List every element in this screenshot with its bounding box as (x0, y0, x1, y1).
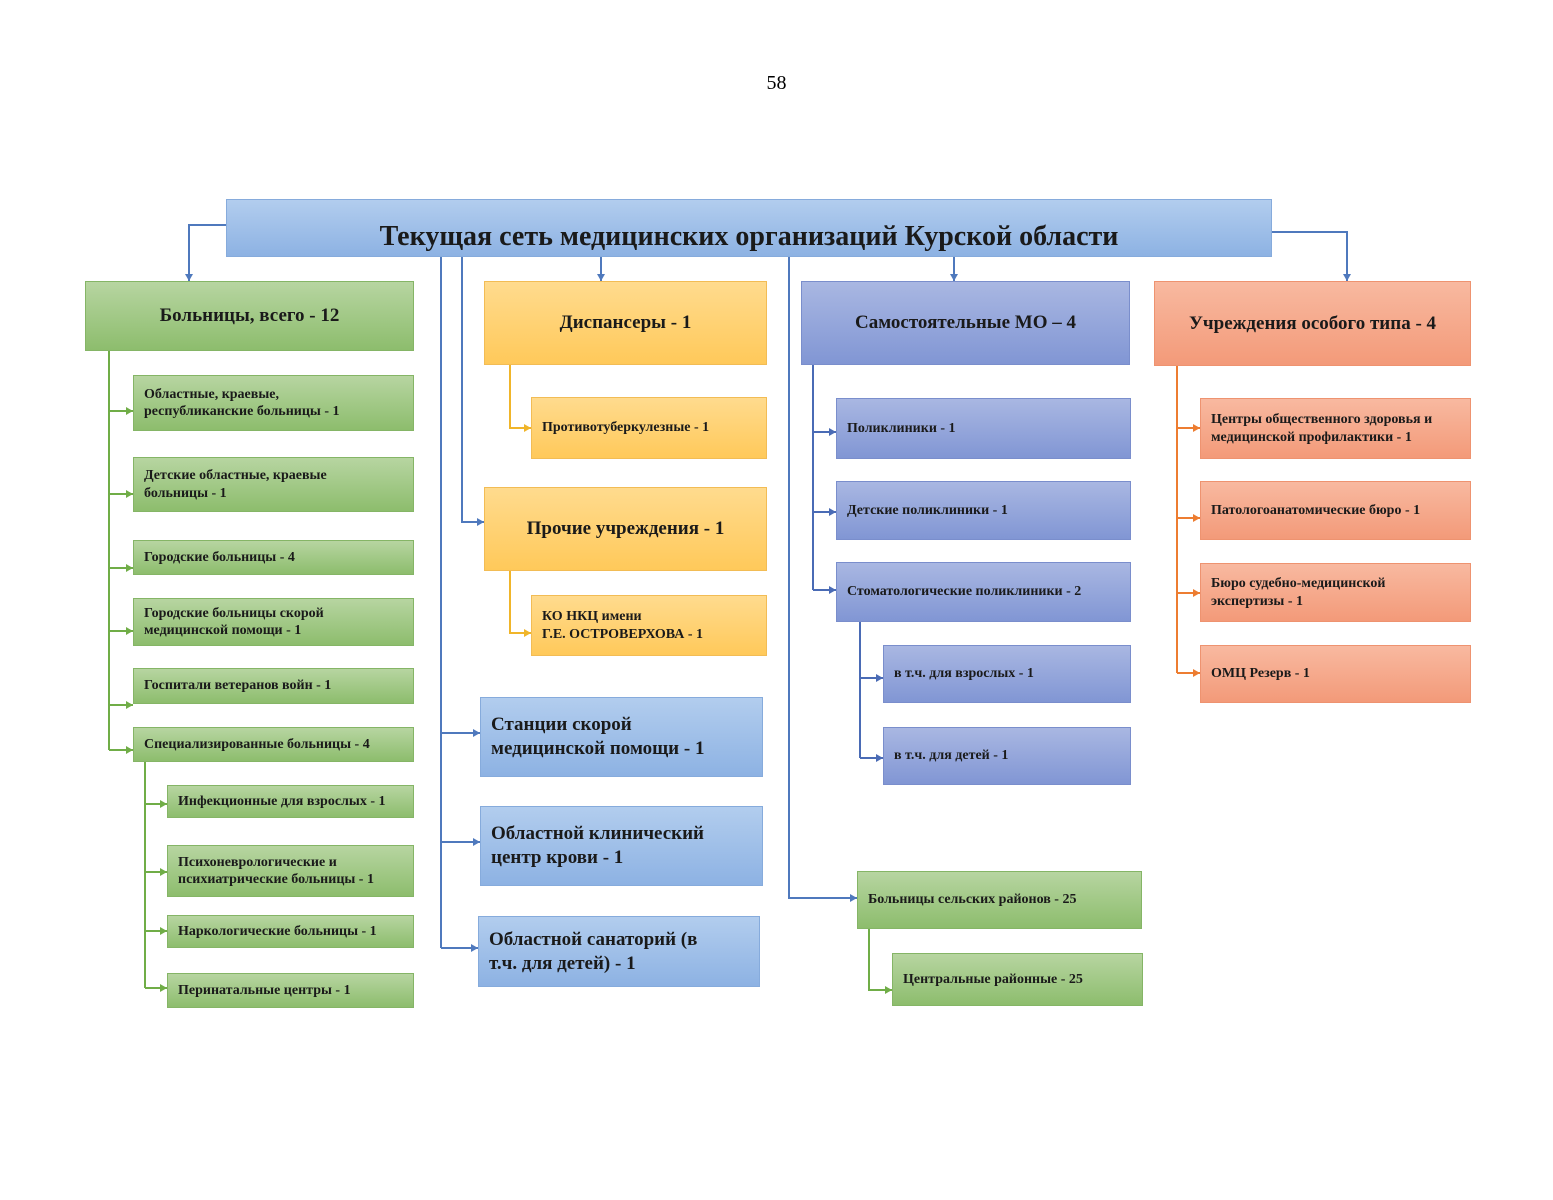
blood-center-box: Областной клинический центр крови - 1 (480, 806, 763, 886)
children-polyclinics-box: Детские поликлиники - 1 (836, 481, 1131, 540)
independent-mo-box: Самостоятельные МО – 4 (801, 281, 1130, 365)
hospital-city-box: Городские больницы - 4 (133, 540, 414, 575)
sanatorium-box: Областной санаторий (в т.ч. для детей) -… (478, 916, 760, 987)
special-institutions-box: Учреждения особого типа - 4 (1154, 281, 1471, 366)
other-institutions-box: Прочие учреждения - 1 (484, 487, 767, 571)
polyclinics-box: Поликлиники - 1 (836, 398, 1131, 459)
central-district-box: Центральные районные - 25 (892, 953, 1143, 1006)
ko-nkc-box: КО НКЦ имени Г.Е. ОСТРОВЕРХОВА - 1 (531, 595, 767, 656)
specialized-narcological-box: Наркологические больницы - 1 (167, 915, 414, 948)
hospitals-total-box: Больницы, всего - 12 (85, 281, 414, 351)
hospital-children-regional-box: Детские областные, краевые больницы - 1 (133, 457, 414, 512)
specialized-psychiatric-box: Психоневрологические и психиатрические б… (167, 845, 414, 897)
hospital-specialized-box: Специализированные больницы - 4 (133, 727, 414, 762)
specialized-perinatal-box: Перинатальные центры - 1 (167, 973, 414, 1008)
hospital-regional-box: Областные, краевые, республиканские боль… (133, 375, 414, 431)
omc-reserve-box: ОМЦ Резерв - 1 (1200, 645, 1471, 703)
dispensaries-box: Диспансеры - 1 (484, 281, 767, 365)
pathology-bureau-box: Патологоанатомические бюро - 1 (1200, 481, 1471, 540)
rural-hospitals-box: Больницы сельских районов - 25 (857, 871, 1142, 929)
dental-polyclinics-box: Стоматологические поликлиники - 2 (836, 562, 1131, 622)
dental-adults-box: в т.ч. для взрослых - 1 (883, 645, 1131, 703)
forensic-bureau-box: Бюро судебно-медицинской экспертизы - 1 (1200, 563, 1471, 622)
tuberculosis-box: Противотуберкулезные - 1 (531, 397, 767, 459)
page-number: 58 (766, 72, 787, 94)
ambulance-stations-box: Станции скорой медицинской помощи - 1 (480, 697, 763, 777)
hospital-veterans-box: Госпитали ветеранов войн - 1 (133, 668, 414, 704)
specialized-infectious-box: Инфекционные для взрослых - 1 (167, 785, 414, 818)
dental-children-box: в т.ч. для детей - 1 (883, 727, 1131, 785)
diagram-title: Текущая сеть медицинских организаций Кур… (226, 199, 1272, 257)
public-health-centers-box: Центры общественного здоровья и медицинс… (1200, 398, 1471, 459)
hospital-city-emergency-box: Городские больницы скорой медицинской по… (133, 598, 414, 646)
